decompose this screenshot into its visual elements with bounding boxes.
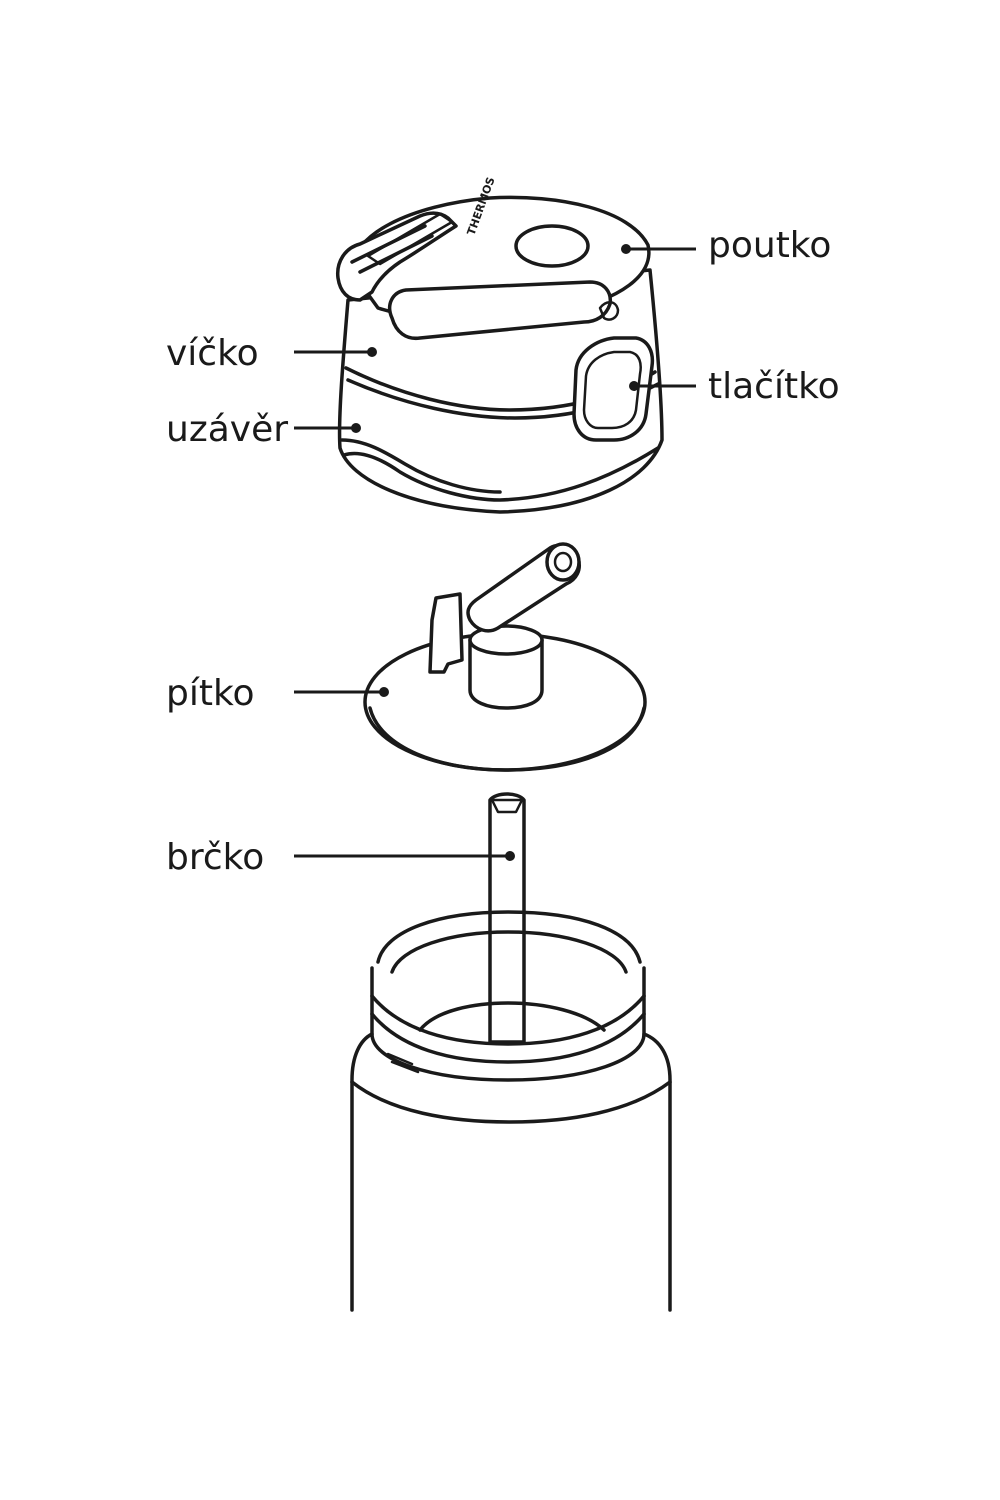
label-brcko: brčko [166,837,265,878]
leader-lines [294,244,696,861]
push-button [572,336,655,442]
lid-top-button [514,224,590,268]
label-vicko: víčko [166,333,259,374]
label-pitko: pítko [166,673,255,714]
label-uzaver: uzávěr [166,409,289,450]
spout-column [468,638,544,710]
cap-grip-band [342,446,660,502]
strap-tab [387,280,613,341]
bottle-threads [370,966,646,1082]
lid-assembly: THERMOS [336,175,664,514]
side-clip [428,592,464,674]
label-poutko: poutko [708,225,832,266]
bottle-body [350,910,672,1312]
strap-loop [336,211,458,302]
bottle-rim [376,910,642,964]
mouthpiece-assembly [363,542,647,772]
label-tlacitko: tlačítko [708,366,840,407]
